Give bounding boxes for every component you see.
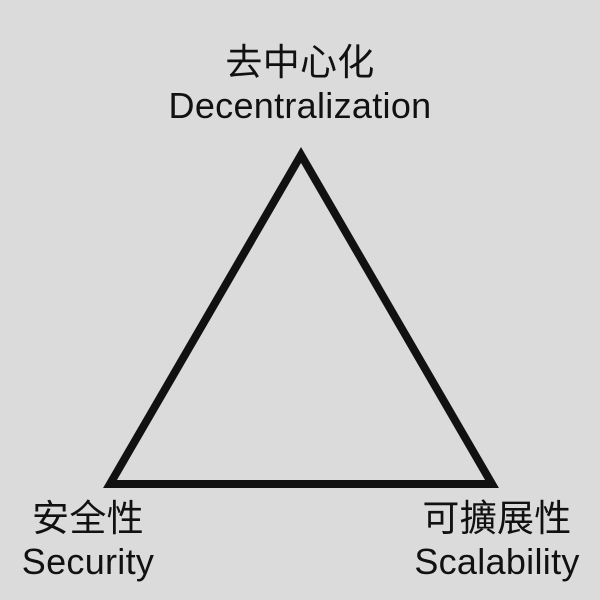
vertex-label-scalability: 可擴展性 Scalability — [409, 497, 585, 583]
decentralization-label-en: Decentralization — [168, 84, 432, 126]
scalability-label-zh: 可擴展性 — [422, 498, 572, 539]
security-label-en: Security — [21, 540, 155, 582]
vertex-label-security: 安全性 Security — [0, 497, 176, 583]
security-label-zh: 安全性 — [32, 498, 144, 539]
decentralization-label-zh: 去中心化 — [225, 42, 375, 83]
triangle-outline — [103, 147, 499, 488]
vertex-label-decentralization: 去中心化 Decentralization — [0, 41, 600, 127]
scalability-label-en: Scalability — [414, 540, 580, 582]
